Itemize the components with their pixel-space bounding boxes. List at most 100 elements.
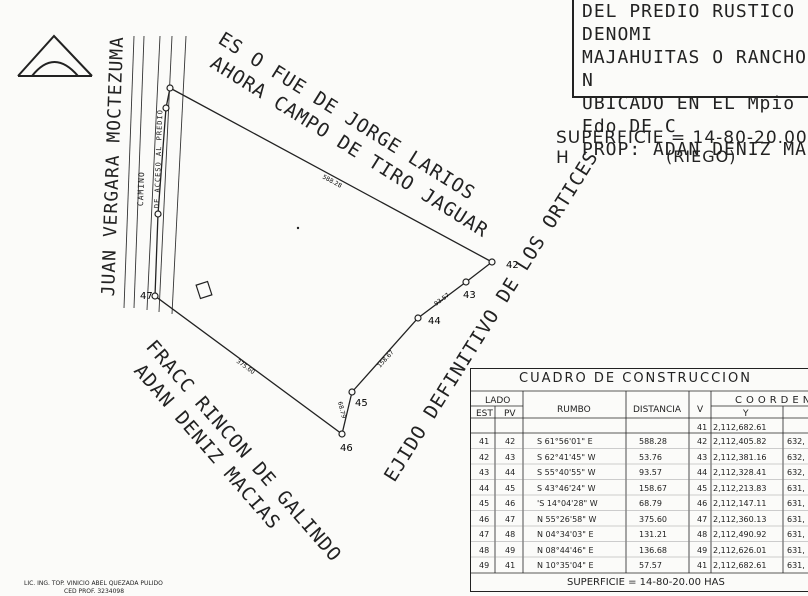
- vertex-label-45: 45: [355, 398, 368, 409]
- first-row-y: 2,112,682.61: [713, 423, 767, 432]
- cell-rumbo: 'S 14°04'28" W: [537, 499, 598, 508]
- cell-rumbo: S 43°46'24" W: [537, 483, 596, 493]
- cell-x: 631,: [787, 545, 805, 555]
- header-y: Y: [743, 409, 749, 419]
- cell-pv: 48: [505, 530, 516, 539]
- header-lado: LADO: [485, 396, 511, 406]
- vertex-label-46: 46: [340, 443, 353, 454]
- cell-rumbo: N 08°44'46" E: [537, 545, 594, 555]
- cell-pv: 43: [505, 452, 516, 462]
- side-distance-5: 68.79: [336, 401, 347, 420]
- cell-pv: 42: [505, 437, 516, 446]
- cell-v: 47: [697, 514, 708, 524]
- cell-distancia: 57.57: [639, 561, 662, 570]
- cell-distancia: 588.28: [639, 437, 667, 446]
- header-pv: PV: [504, 409, 516, 419]
- cell-distancia: 375.60: [639, 514, 667, 524]
- cell-est: 48: [479, 545, 490, 555]
- cell-x: 631,: [787, 483, 805, 493]
- cell-est: 46: [479, 514, 490, 524]
- cell-v: 41: [697, 561, 708, 570]
- cell-x: 631,: [787, 561, 805, 570]
- side-distance-2: 375.60: [235, 358, 256, 376]
- cell-v: 49: [697, 545, 708, 555]
- first-row-v: 41: [697, 423, 708, 432]
- cell-y: 2,112,147.11: [713, 499, 767, 508]
- cell-est: 45: [479, 499, 490, 508]
- cell-pv: 44: [505, 468, 516, 477]
- center-mark: [296, 226, 300, 230]
- cell-pv: 49: [505, 545, 516, 555]
- credit-block: LIC. ING. TOP. VINICIO ABEL QUEZADA PULI…: [24, 580, 163, 596]
- cell-distancia: 158.67: [639, 483, 667, 493]
- cell-v: 42: [697, 437, 708, 446]
- vertex-label-43: 43: [463, 290, 476, 301]
- cell-x: 632,: [787, 452, 805, 462]
- cell-x: 631,: [787, 514, 805, 524]
- cell-y: 2,112,490.92: [713, 530, 767, 539]
- title-block: DEL PREDIO RUSTICO DENOMI MAJAHUITAS O R…: [572, 0, 808, 160]
- north-arrow-icon: [17, 34, 93, 77]
- vertex-label-42: 42: [506, 260, 519, 271]
- cell-pv: 41: [505, 561, 516, 570]
- cell-est: 47: [479, 530, 490, 539]
- table-title: CUADRO DE CONSTRUCCION: [519, 371, 752, 386]
- parcel-boundary: [154, 87, 494, 436]
- road-lines: [123, 35, 187, 315]
- cell-distancia: 136.68: [639, 545, 667, 555]
- title-line-2: MAJAHUITAS O RANCHO N: [582, 47, 807, 91]
- cell-est: 44: [479, 483, 490, 493]
- cell-est: 43: [479, 468, 490, 477]
- riego-label: (RIEGO): [666, 147, 737, 166]
- title-line-1: DEL PREDIO RUSTICO DENOMI: [582, 1, 796, 45]
- cell-est: 49: [479, 561, 490, 570]
- cell-est: 41: [479, 437, 490, 446]
- cell-v: 45: [697, 483, 708, 493]
- header-v: V: [697, 405, 704, 415]
- credit-line-2: CED PROF. 3234098: [64, 588, 125, 595]
- cell-distancia: 53.76: [639, 452, 662, 462]
- cell-rumbo: S 55°40'55" W: [537, 468, 596, 477]
- vertex-markers: [151, 84, 496, 438]
- cell-y: 2,112,360.13: [713, 514, 767, 524]
- cell-y: 2,112,381.16: [713, 452, 767, 462]
- table-grid: [471, 390, 808, 574]
- vertex-label-44: 44: [428, 316, 441, 327]
- cell-y: 2,112,626.01: [713, 545, 767, 555]
- cell-x: 631,: [787, 530, 805, 539]
- cell-pv: 47: [505, 514, 516, 524]
- title-line-3: UBICADO EN EL Mpio Y Edo DE C: [582, 93, 808, 137]
- cell-y: 2,112,328.41: [713, 468, 767, 477]
- header-est: EST: [476, 409, 493, 419]
- cell-v: 46: [697, 499, 708, 508]
- cell-v: 44: [697, 468, 708, 477]
- side-distance-4: 158.67: [376, 349, 395, 369]
- side-distance-3: 93.57: [433, 292, 451, 308]
- cell-x: 632,: [787, 468, 805, 477]
- vertex-label-47: 47: [140, 291, 153, 302]
- cell-pv: 45: [505, 483, 516, 493]
- cell-rumbo: S 62°41'45" W: [537, 452, 596, 462]
- cell-pv: 46: [505, 499, 516, 508]
- table-footer: SUPERFICIE = 14-80-20.00 HAS: [567, 577, 725, 588]
- superficie-label: SUPERFICIE = 14-80-20.00 H: [556, 128, 808, 168]
- cell-v: 48: [697, 530, 708, 539]
- title-line-4: PROP: ADAN DENIZ MAC: [582, 139, 808, 160]
- cell-x: 632,: [787, 437, 805, 446]
- header-distancia: DISTANCIA: [633, 405, 682, 415]
- cell-v: 43: [697, 452, 708, 462]
- cell-distancia: 93.57: [639, 468, 662, 477]
- cell-distancia: 68.79: [639, 499, 662, 508]
- cell-y: 2,112,682.61: [713, 561, 767, 570]
- cell-rumbo: N 10°35'04" E: [537, 561, 594, 570]
- building-outline: [195, 280, 213, 300]
- cell-rumbo: S 61°56'01" E: [537, 437, 593, 446]
- cell-x: 631,: [787, 499, 805, 508]
- cell-rumbo: N 55°26'58" W: [537, 514, 597, 524]
- cell-y: 2,112,405.82: [713, 437, 767, 446]
- coordinates-header: COORDENA: [735, 395, 808, 406]
- cell-distancia: 131.21: [639, 530, 667, 539]
- cell-rumbo: N 04°34'03" E: [537, 530, 594, 539]
- road-label-1: CAMINO: [136, 171, 147, 207]
